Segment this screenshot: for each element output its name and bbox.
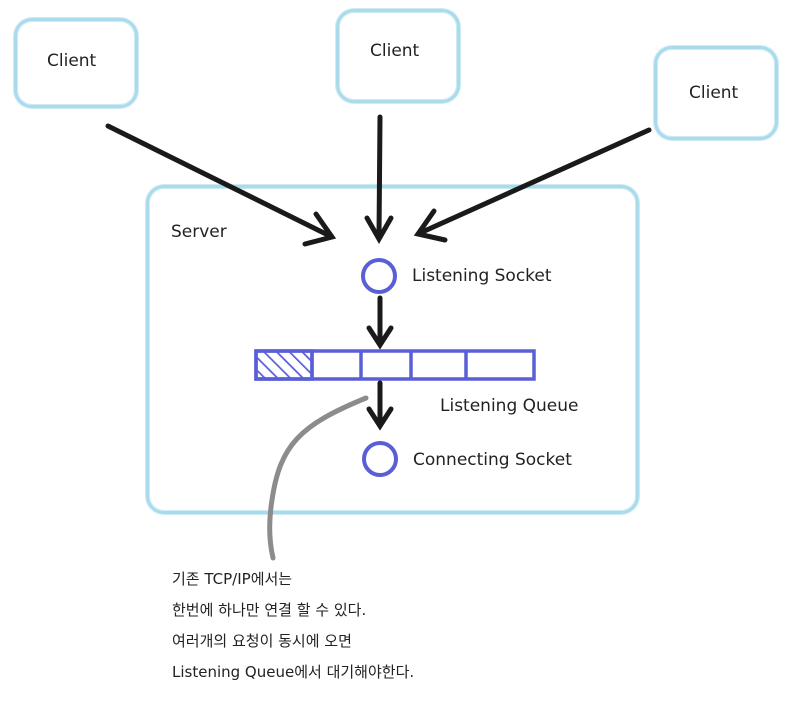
listening-socket-label: Listening Socket [412, 266, 552, 286]
note-line-2: 한번에 하나만 연결 할 수 있다. [172, 601, 367, 619]
arrow-left-client [105, 123, 337, 247]
client-label-left: Client [47, 51, 97, 71]
client-label-right: Client [689, 83, 739, 103]
client-box-center [336, 9, 460, 103]
client-box-right [654, 46, 778, 140]
arrow-center-client [364, 114, 394, 245]
arrow-right-client [413, 127, 652, 243]
client-label-center: Client [370, 41, 420, 61]
listening-socket-icon [361, 258, 397, 294]
arrow-queue-to-connecting [366, 380, 394, 431]
note-line-3: 여러개의 요청이 동시에 오면 [172, 632, 352, 650]
note-line-1: 기존 TCP/IP에서는 [172, 570, 293, 588]
arrow-socket-to-queue [366, 295, 394, 350]
client-box-left [14, 18, 138, 108]
callout-line [267, 395, 369, 561]
explanation-note: 기존 TCP/IP에서는 한번에 하나만 연결 할 수 있다. 여러개의 요청이… [172, 564, 414, 688]
connecting-socket-label: Connecting Socket [413, 450, 572, 470]
connecting-socket-icon [362, 441, 398, 477]
note-line-4: Listening Queue에서 대기해야한다. [172, 663, 415, 681]
server-box [146, 185, 639, 514]
listening-queue-icon [254, 349, 536, 381]
server-label: Server [171, 222, 227, 242]
listening-queue-label: Listening Queue [440, 396, 579, 416]
